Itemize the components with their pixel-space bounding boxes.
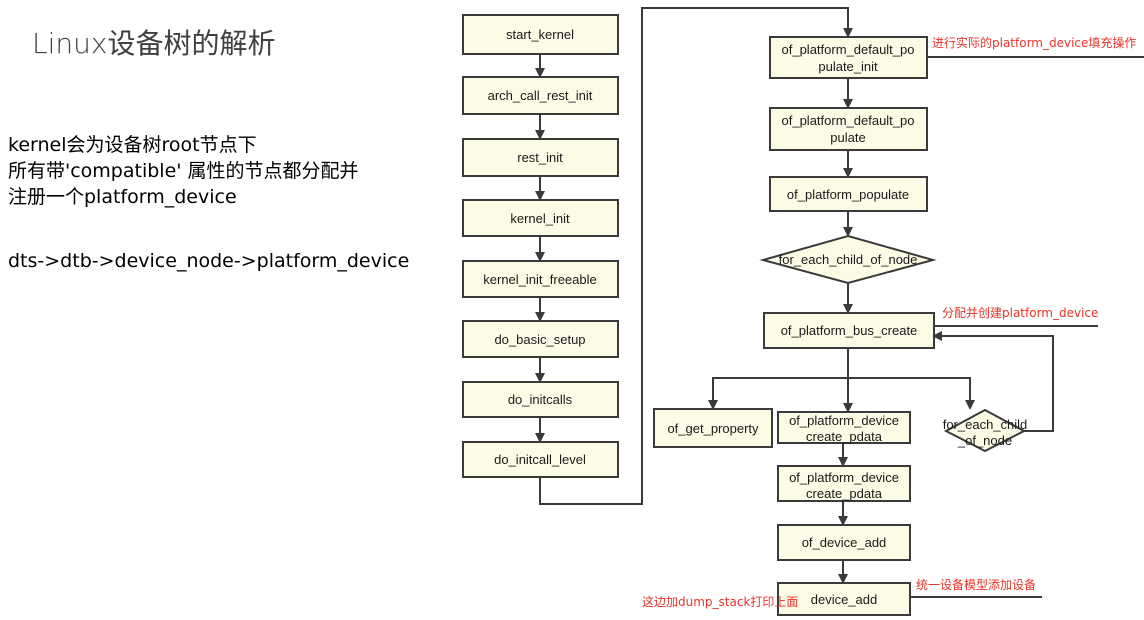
label-arch-call-rest-init: arch_call_rest_init bbox=[488, 88, 593, 103]
right-connectors bbox=[708, 56, 1144, 598]
description-line: 所有带'compatible' 属性的节点都分配并 bbox=[8, 160, 359, 182]
label-do-initcalls: do_initcalls bbox=[508, 392, 573, 407]
label-of-platform-default-populate-init-line2: pulate_init bbox=[818, 59, 878, 74]
label-of-platform-default-populate-init-line1: of_platform_default_po bbox=[782, 42, 915, 57]
node-do-basic-setup bbox=[462, 320, 619, 358]
annotation-device-add-note: 统一设备模型添加设备 bbox=[916, 578, 1036, 592]
label-for-each-child-of-node-1: for_each_child_of_node bbox=[779, 252, 918, 267]
description-line: 注册一个platform_device bbox=[8, 186, 237, 208]
annotations: 进行实际的platform_device填充操作 分配并创建platform_d… bbox=[642, 35, 1136, 609]
conversion-chain: dts->dtb->device_node->platform_device bbox=[8, 250, 410, 272]
description-line: kernel会为设备树root节点下 bbox=[8, 134, 257, 156]
node-of-device-add bbox=[777, 524, 911, 561]
annotation-bus-create-note: 分配并创建platform_device bbox=[942, 306, 1098, 320]
node-do-initcalls bbox=[462, 381, 619, 418]
label-of-platform-device-create-pdata-1-line1: of_platform_device bbox=[789, 413, 899, 428]
label-of-platform-device-create-pdata-1-line2: create_pdata bbox=[806, 429, 883, 444]
label-of-platform-device-create-pdata-2-line1: of_platform_device bbox=[789, 470, 899, 485]
label-do-initcall-level: do_initcall_level bbox=[494, 452, 586, 467]
label-for-each-child-of-node-2-line2: _of_node bbox=[957, 433, 1012, 448]
node-of-get-property bbox=[653, 408, 773, 448]
label-of-platform-default-populate-line1: of_platform_default_po bbox=[782, 113, 915, 128]
label-kernel-init: kernel_init bbox=[510, 211, 570, 226]
node-for-each-child-of-node-1 bbox=[759, 234, 937, 285]
left-nodes bbox=[462, 14, 619, 478]
node-rest-init bbox=[462, 138, 619, 177]
node-of-platform-device-create-pdata-1 bbox=[777, 411, 911, 444]
label-do-basic-setup: do_basic_setup bbox=[494, 332, 585, 347]
node-for-each-child-of-node-2 bbox=[943, 408, 1027, 453]
label-kernel-init-freeable: kernel_init_freeable bbox=[483, 272, 596, 287]
node-do-initcall-level bbox=[462, 441, 619, 478]
label-for-each-child-of-node-2-line1: for_each_child bbox=[943, 417, 1028, 432]
left-connectors bbox=[535, 7, 853, 505]
node-kernel-init bbox=[462, 199, 619, 237]
label-of-platform-bus-create: of_platform_bus_create bbox=[781, 323, 918, 338]
node-start-kernel bbox=[462, 14, 619, 55]
label-of-device-add: of_device_add bbox=[802, 535, 887, 550]
label-of-platform-default-populate-line2: pulate bbox=[830, 130, 865, 145]
left-labels: start_kernel arch_call_rest_init rest_in… bbox=[483, 27, 596, 467]
label-of-get-property: of_get_property bbox=[667, 421, 759, 436]
label-rest-init: rest_init bbox=[517, 150, 563, 165]
right-nodes bbox=[653, 36, 1027, 616]
node-device-add bbox=[777, 582, 911, 616]
node-kernel-init-freeable bbox=[462, 260, 619, 298]
label-of-platform-device-create-pdata-2-line2: create_pdata bbox=[806, 486, 883, 501]
label-start-kernel: start_kernel bbox=[506, 27, 574, 42]
description: kernel会为设备树root节点下 所有带'compatible' 属性的节点… bbox=[8, 132, 359, 210]
page-title: Linux设备树的解析 bbox=[32, 27, 276, 60]
node-of-platform-default-populate-init bbox=[769, 36, 928, 79]
node-arch-call-rest-init bbox=[462, 76, 619, 115]
node-of-platform-populate bbox=[769, 176, 928, 212]
node-of-platform-default-populate bbox=[769, 107, 928, 151]
annotation-dump-stack-note: 这边加dump_stack打印上面 bbox=[642, 594, 798, 609]
annotation-populate-note: 进行实际的platform_device填充操作 bbox=[932, 35, 1136, 50]
label-device-add: device_add bbox=[811, 592, 878, 607]
node-of-platform-device-create-pdata-2 bbox=[777, 465, 911, 502]
node-of-platform-bus-create bbox=[763, 312, 935, 349]
right-labels: of_platform_default_po pulate_init of_pl… bbox=[667, 42, 1027, 607]
label-of-platform-populate: of_platform_populate bbox=[787, 187, 909, 202]
